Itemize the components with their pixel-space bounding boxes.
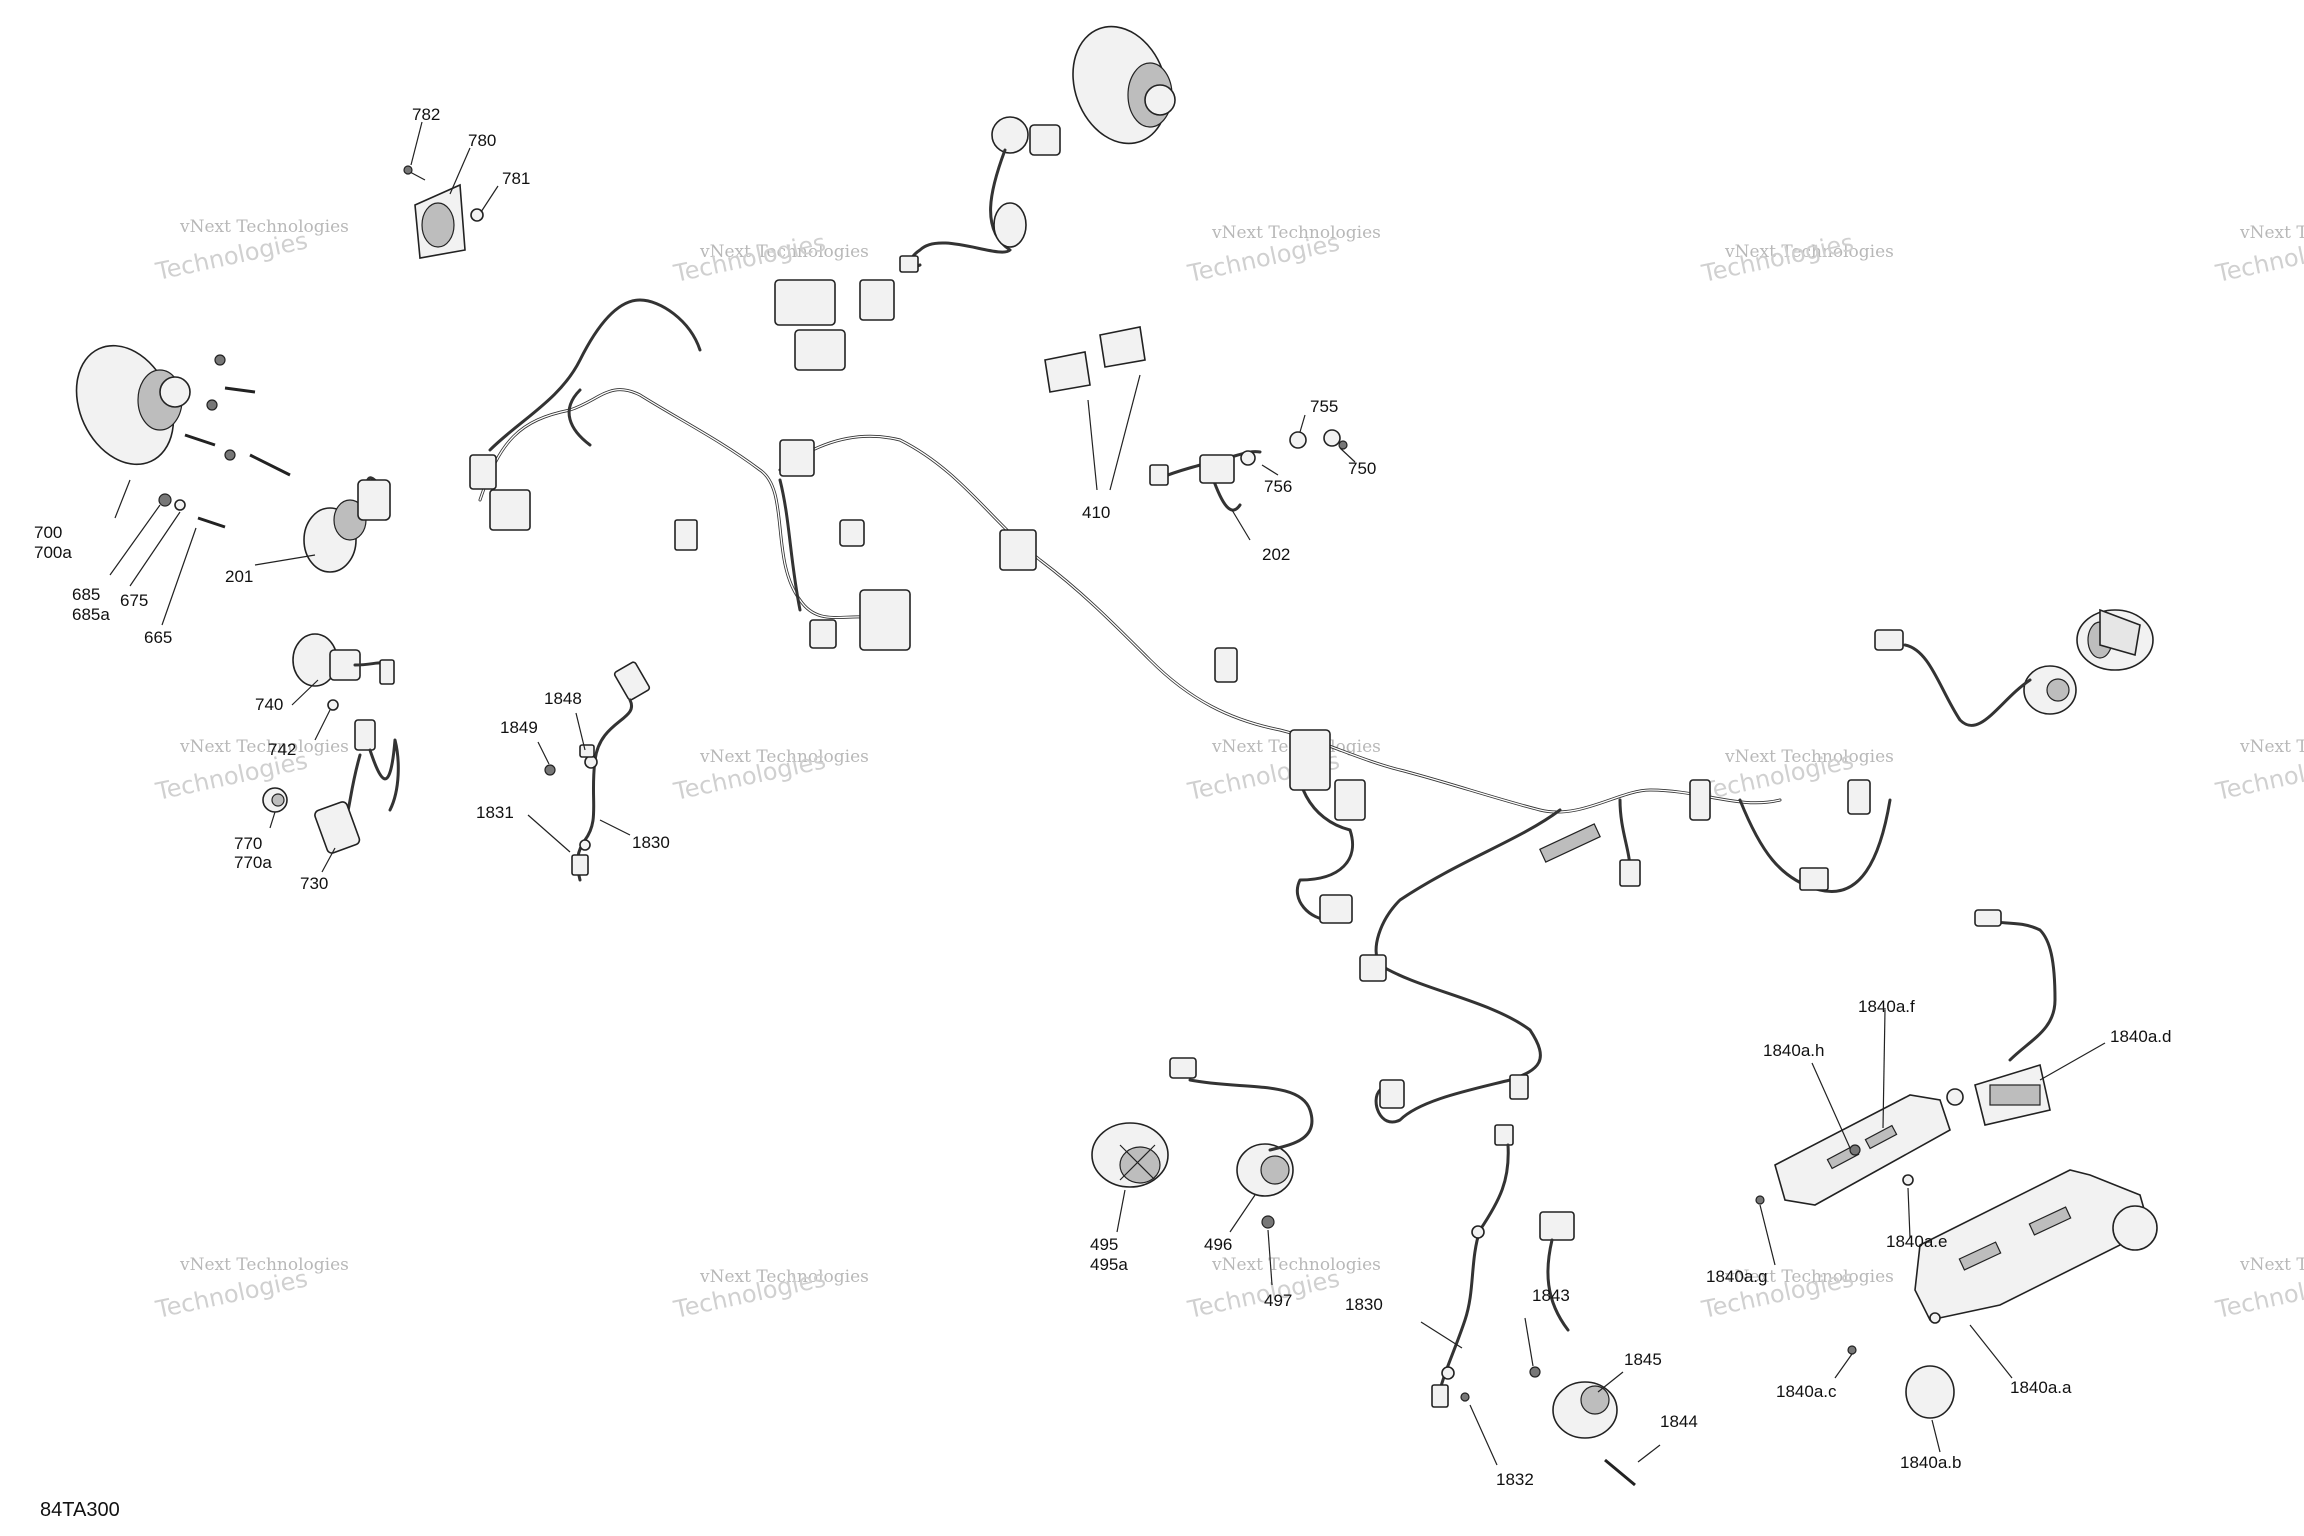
callout-495: 495	[1090, 1235, 1118, 1254]
watermark-text: vNext Technologies	[699, 1267, 869, 1287]
part-740-730-assembly[interactable]	[262, 633, 400, 873]
main-wiring-harness[interactable]	[469, 279, 1892, 1124]
callout-756: 756	[1264, 477, 1292, 496]
callout-497: 497	[1264, 1291, 1292, 1310]
callout-755: 755	[1310, 397, 1338, 416]
watermark-text: vNext Technologies	[1211, 223, 1381, 243]
callout-1830-upper: 1830	[632, 833, 670, 852]
callout-730: 730	[300, 874, 328, 893]
watermark-text: vNext Technologies	[179, 1255, 349, 1275]
callout-496: 496	[1204, 1235, 1232, 1254]
callout-202: 202	[1262, 545, 1290, 564]
watermark-text: vNext Technologies	[1724, 242, 1894, 262]
callout-1840a-e: 1840a.e	[1886, 1232, 1947, 1251]
watermark-layer: vNext Technologies Technologies vNext Te…	[152, 217, 2304, 1324]
watermark-text: vNext Technologies	[699, 747, 869, 767]
watermark-text: vNext Technologies	[1211, 1255, 1381, 1275]
callout-410: 410	[1082, 503, 1110, 522]
callout-750: 750	[1348, 459, 1376, 478]
watermark: vNext Technologies Technologies	[670, 228, 868, 288]
watermark: vNext Technologies Technologies	[2212, 737, 2304, 806]
callout-1830-lower: 1830	[1345, 1295, 1383, 1314]
watermark: vNext Technologies Technologies	[670, 1264, 868, 1324]
callout-780: 780	[468, 131, 496, 150]
harness-202-assembly[interactable]	[1149, 414, 1356, 541]
watermark: vNext Technologies Technologies	[1698, 228, 1893, 288]
callout-1832: 1832	[1496, 1470, 1534, 1489]
watermark: vNext Technologies Technologies	[152, 1255, 348, 1324]
callout-495a: 495a	[1090, 1255, 1128, 1274]
callout-1840a-h: 1840a.h	[1763, 1041, 1824, 1060]
top-headlight-assembly[interactable]	[899, 13, 1183, 273]
callout-1840a-d: 1840a.d	[2110, 1027, 2171, 1046]
watermark-text: vNext Technologies	[179, 217, 349, 237]
callout-1849: 1849	[500, 718, 538, 737]
watermark: vNext Technologies Technologies	[1184, 223, 1380, 288]
callout-201: 201	[225, 567, 253, 586]
watermark-text: vNext Technologies	[2239, 223, 2304, 243]
callout-1840a-g: 1840a.g	[1706, 1267, 1767, 1286]
screw-665[interactable]	[184, 433, 216, 447]
part-201-assembly[interactable]	[254, 476, 391, 573]
callout-1840a-a: 1840a.a	[2010, 1378, 2072, 1397]
callout-1840a-c: 1840a.c	[1776, 1382, 1837, 1401]
watermark-text: vNext Technologies	[699, 242, 869, 262]
callout-700: 700	[34, 523, 62, 542]
relay-410-pair[interactable]	[1044, 326, 1146, 491]
callout-781: 781	[502, 169, 530, 188]
callout-782: 782	[412, 105, 440, 124]
callout-700a: 700a	[34, 543, 72, 562]
callout-742: 742	[268, 740, 296, 759]
callout-1840a-b: 1840a.b	[1900, 1453, 1961, 1472]
callout-770: 770	[234, 834, 262, 853]
callout-1831: 1831	[476, 803, 514, 822]
light-495-496-assembly[interactable]	[1091, 1057, 1314, 1286]
watermark: vNext Technologies Technologies	[152, 737, 348, 806]
callout-675: 675	[120, 591, 148, 610]
callout-685a: 685a	[72, 605, 110, 624]
right-headlight-assembly[interactable]	[1874, 608, 2154, 727]
watermark: vNext Technologies Technologies	[152, 217, 348, 286]
sensor-1830-left-assembly[interactable]	[527, 661, 651, 882]
bracket-1840a-assembly[interactable]	[1755, 909, 2158, 1453]
watermark-text: vNext Technologies	[1724, 1267, 1894, 1287]
watermark-text: vNext Technologies	[2239, 737, 2304, 757]
callout-1848: 1848	[544, 689, 582, 708]
headlight-700-assembly[interactable]	[58, 330, 291, 626]
diagram-id: 84TA300	[40, 1499, 120, 1521]
callout-labels: 782 780 781 700 700a 685 685a 675 665 20…	[34, 105, 2171, 1489]
watermark-text: vNext Technologies	[179, 737, 349, 757]
watermark-text: vNext Technologies	[1724, 747, 1894, 767]
watermark-text: Technologies	[1698, 228, 1856, 288]
callout-665: 665	[144, 628, 172, 647]
watermark-text: vNext Technologies	[2239, 1255, 2304, 1275]
watermark: vNext Technologies Technologies	[670, 746, 868, 806]
bracket-780-assembly[interactable]	[403, 121, 499, 259]
callout-1843: 1843	[1532, 1286, 1570, 1305]
callout-685: 685	[72, 585, 100, 604]
watermark-text: Technologies	[670, 228, 828, 288]
callout-740: 740	[255, 695, 283, 714]
callout-1840a-f: 1840a.f	[1858, 997, 1915, 1016]
callout-1845: 1845	[1624, 1350, 1662, 1369]
sensor-1830-right-assembly[interactable]	[1420, 1124, 1661, 1487]
callout-770a: 770a	[234, 853, 272, 872]
watermark: vNext Technologies Technologies	[2212, 223, 2304, 288]
callout-1844: 1844	[1660, 1412, 1698, 1431]
watermark: vNext Technologies Technologies	[2212, 1255, 2304, 1324]
